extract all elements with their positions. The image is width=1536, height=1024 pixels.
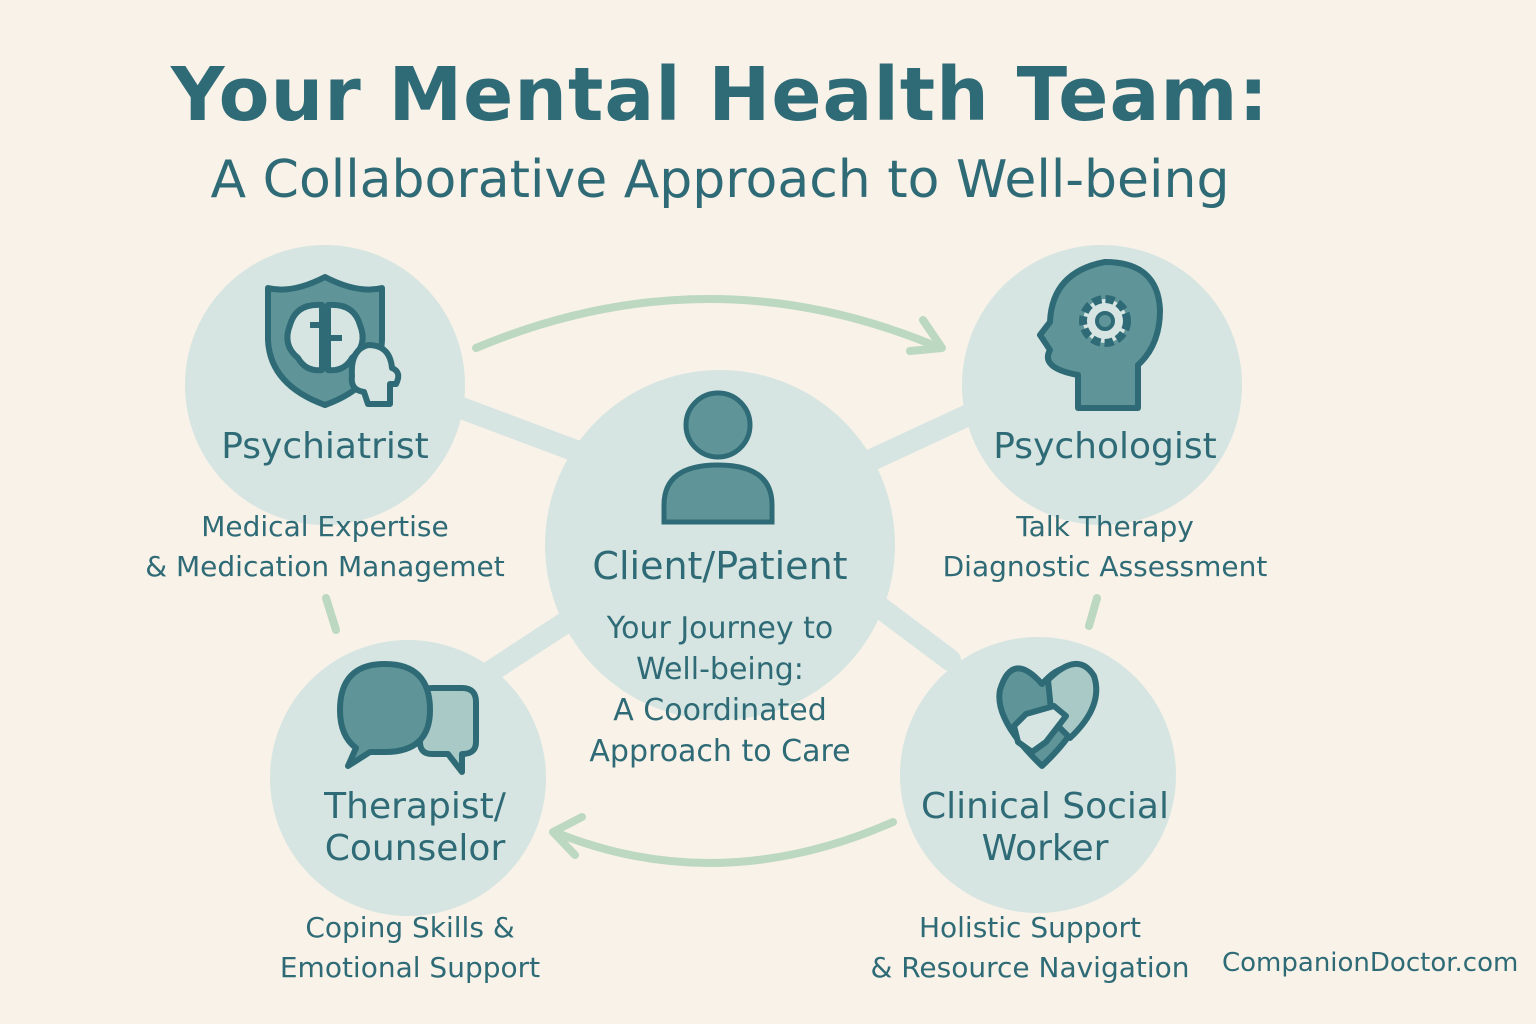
diagram-subtitle: A Collaborative Approach to Well-being — [210, 150, 1230, 210]
psychiatrist-desc-line: & Medication Managemet — [145, 550, 505, 583]
social-worker-label-line: Clinical Social — [921, 786, 1169, 827]
therapist-label-line: Counselor — [324, 828, 506, 869]
dash-left — [322, 594, 340, 634]
arrow-bottom — [553, 818, 897, 867]
client-description: Your Journey to Well-being: A Coordinate… — [545, 608, 895, 772]
head-gear-icon — [1037, 259, 1163, 411]
client-desc-line: Well-being: — [636, 652, 804, 687]
client-desc-line: Approach to Care — [589, 734, 851, 769]
client-label: Client/Patient — [592, 544, 848, 588]
social-worker-label: Clinical Social Worker — [880, 786, 1210, 870]
client-desc-line: Your Journey to — [606, 611, 834, 646]
arrows — [472, 295, 946, 867]
therapist-label: Therapist/ Counselor — [255, 786, 575, 870]
social-worker-circle — [900, 637, 1176, 913]
psychiatrist-description: Medical Expertise & Medication Managemet — [120, 507, 530, 587]
dash-right — [1085, 594, 1101, 630]
psychologist-label: Psychologist — [993, 426, 1217, 467]
psychologist-desc-line: Diagnostic Assessment — [942, 550, 1268, 583]
client-circle — [545, 370, 895, 720]
psychologist-description: Talk Therapy Diagnostic Assessment — [905, 507, 1305, 587]
social-worker-desc-line: & Resource Navigation — [870, 951, 1190, 984]
arrow-top-head — [906, 316, 946, 355]
footer-website: CompanionDoctor.com — [1222, 948, 1519, 978]
psychiatrist-label: Psychiatrist — [221, 426, 429, 467]
social-worker-description: Holistic Support & Resource Navigation — [840, 908, 1220, 988]
dashed-links — [322, 594, 1101, 634]
person-icon — [661, 390, 775, 525]
arrow-bottom-head — [549, 813, 586, 859]
psychiatrist-desc-line: Medical Expertise — [201, 510, 449, 543]
therapist-desc-line: Emotional Support — [279, 951, 541, 984]
brain-shield-icon — [265, 274, 402, 408]
therapist-label-line: Therapist/ — [324, 786, 506, 827]
therapist-desc-line: Coping Skills & — [305, 911, 515, 944]
psychologist-desc-line: Talk Therapy — [1016, 510, 1194, 543]
social-worker-label-line: Worker — [981, 828, 1109, 869]
client-desc-line: A Coordinated — [613, 693, 827, 728]
heart-handshake-icon — [996, 660, 1100, 769]
therapist-description: Coping Skills & Emotional Support — [230, 908, 590, 988]
speech-bubbles-icon — [337, 661, 479, 775]
social-worker-desc-line: Holistic Support — [918, 911, 1142, 944]
arrow-top — [472, 295, 944, 352]
diagram-title: Your Mental Health Team: — [170, 52, 1270, 138]
